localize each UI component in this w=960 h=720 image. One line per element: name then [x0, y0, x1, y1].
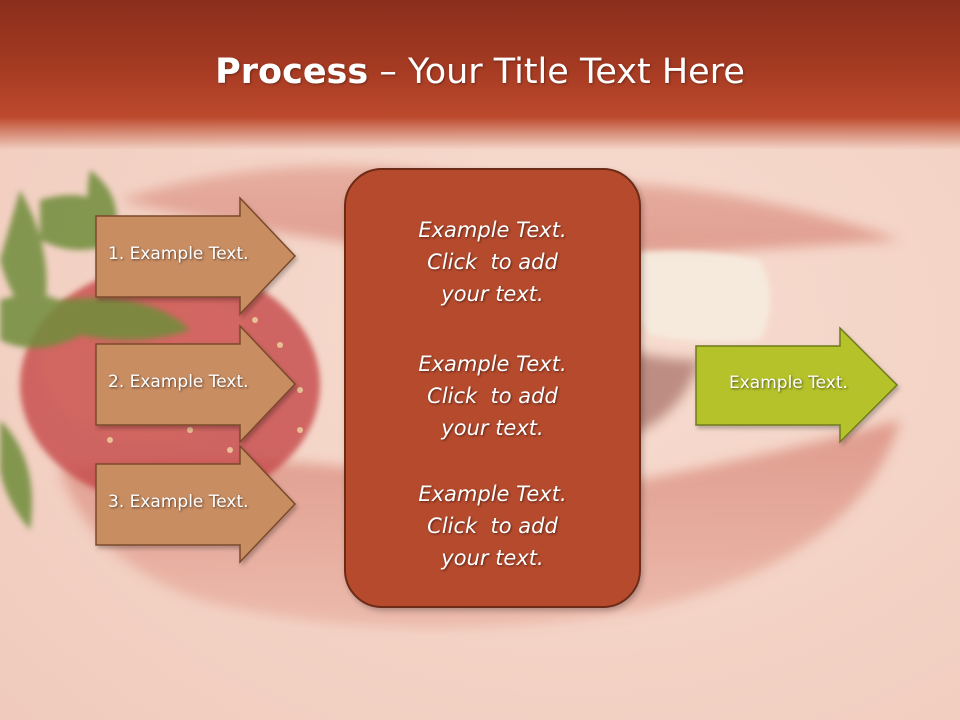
title-bold-part: Process	[215, 52, 369, 92]
center-paragraph-2: Example Text. Click to add your text.	[346, 348, 639, 444]
step-label-3[interactable]: 3. Example Text.	[108, 492, 249, 512]
output-arrow-label[interactable]: Example Text.	[729, 373, 848, 393]
step-label-1[interactable]: 1. Example Text.	[108, 244, 249, 264]
center-line: Click to add	[427, 384, 558, 408]
output-arrow[interactable]	[695, 326, 899, 444]
teeth	[620, 251, 770, 342]
center-paragraph-3: Example Text. Click to add your text.	[346, 478, 639, 574]
slide-title[interactable]: Process – Your Title Text Here	[0, 52, 960, 92]
center-line: Example Text.	[418, 352, 567, 376]
center-line: Click to add	[427, 250, 558, 274]
step-label-2[interactable]: 2. Example Text.	[108, 372, 249, 392]
center-line: Example Text.	[418, 218, 567, 242]
step-arrow-1[interactable]	[95, 196, 297, 316]
strawberry-leaves	[0, 170, 190, 530]
title-rest-part: – Your Title Text Here	[368, 52, 745, 92]
center-paragraph-1: Example Text. Click to add your text.	[346, 214, 639, 310]
center-line: your text.	[441, 416, 544, 440]
step-arrow-3[interactable]	[95, 444, 297, 564]
step-arrow-2[interactable]	[95, 324, 297, 444]
center-line: Click to add	[427, 514, 558, 538]
center-text-box[interactable]: Example Text. Click to add your text. Ex…	[344, 168, 641, 608]
title-band	[0, 0, 960, 150]
center-line: your text.	[441, 546, 544, 570]
center-line: Example Text.	[418, 482, 567, 506]
center-line: your text.	[441, 282, 544, 306]
